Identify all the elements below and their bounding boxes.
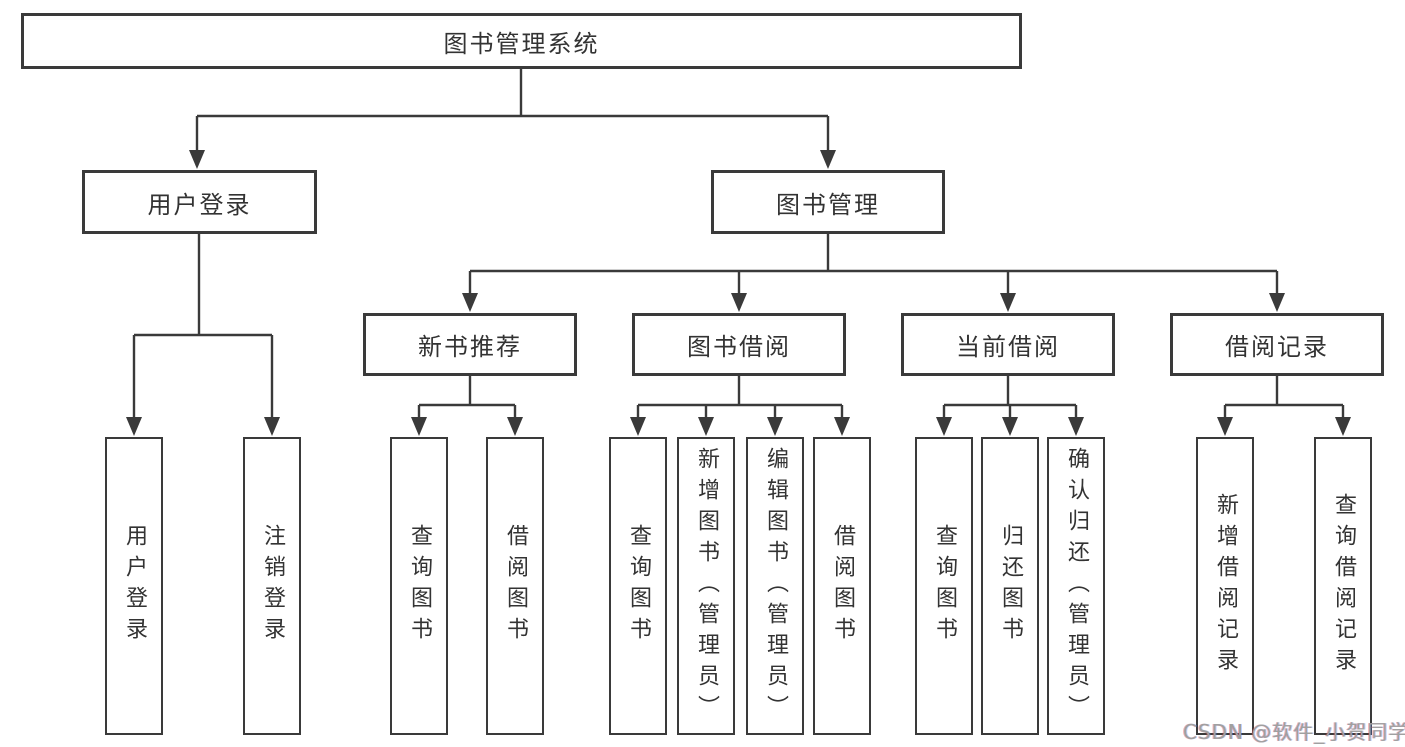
leaf-query-borrow-record: 查询借阅记录 (1314, 437, 1372, 735)
leaf-label: 查询图书 (407, 524, 432, 648)
leaf-label: 借阅图书 (503, 524, 528, 648)
leaf-label: 借阅图书 (830, 524, 855, 648)
watermark-text: CSDN @软件_小贺同学 (1183, 720, 1405, 744)
leaf-borrow-books-recommend: 借阅图书 (486, 437, 544, 735)
node-new-book-recommendation: 新书推荐 (363, 313, 577, 376)
leaf-return-books: 归还图书 (981, 437, 1039, 735)
leaf-label: 用户登录 (122, 524, 147, 648)
leaf-query-books-recommend: 查询图书 (390, 437, 448, 735)
leaf-label: 注销登录 (260, 524, 285, 648)
node-label: 借阅记录 (1225, 333, 1329, 361)
node-book-management: 图书管理 (711, 170, 945, 234)
leaf-label: 查询图书 (626, 524, 651, 648)
node-current-borrowing: 当前借阅 (901, 313, 1115, 376)
leaf-logout: 注销登录 (243, 437, 301, 735)
node-library-management-system: 图书管理系统 (21, 13, 1022, 69)
arrowheads (126, 150, 1351, 436)
node-label: 新书推荐 (418, 333, 522, 361)
leaf-user-login: 用户登录 (105, 437, 163, 735)
leaf-add-borrow-record: 新增借阅记录 (1196, 437, 1254, 735)
node-book-borrowing: 图书借阅 (632, 313, 846, 376)
tree-edges (132, 69, 1345, 432)
leaf-label: 确认归还（管理员） (1064, 446, 1089, 726)
leaf-confirm-return-admin: 确认归还（管理员） (1047, 437, 1105, 735)
leaf-query-books-current: 查询图书 (915, 437, 973, 735)
leaf-query-books-borrowing: 查询图书 (609, 437, 667, 735)
leaf-edit-book-admin: 编辑图书（管理员） (746, 437, 804, 735)
leaf-label: 编辑图书（管理员） (763, 446, 788, 726)
leaf-label: 查询借阅记录 (1331, 493, 1356, 679)
node-label: 图书管理系统 (443, 29, 600, 58)
node-label: 当前借阅 (956, 333, 1060, 361)
node-label: 用户登录 (147, 190, 252, 219)
node-user-login: 用户登录 (82, 170, 317, 234)
leaf-add-book-admin: 新增图书（管理员） (677, 437, 735, 735)
node-borrowing-records: 借阅记录 (1170, 313, 1384, 376)
leaf-label: 新增借阅记录 (1213, 493, 1238, 679)
leaf-label: 新增图书（管理员） (694, 446, 719, 726)
node-label: 图书借阅 (687, 333, 791, 361)
leaf-borrow-books-borrowing: 借阅图书 (813, 437, 871, 735)
node-label: 图书管理 (776, 190, 880, 219)
leaf-label: 归还图书 (998, 524, 1023, 648)
leaf-label: 查询图书 (932, 524, 957, 648)
